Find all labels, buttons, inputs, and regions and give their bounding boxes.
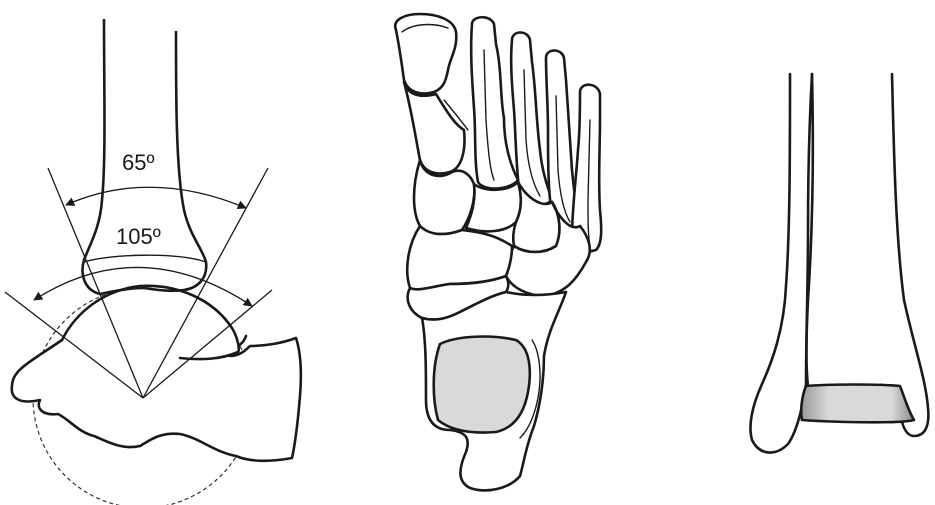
- tibia-medial-edge: [892, 74, 928, 436]
- calcaneus: [12, 336, 301, 461]
- angle-label-105: 105º: [116, 224, 161, 249]
- hallux-proximal-phalanx: [404, 82, 464, 174]
- angle-label-65: 65º: [122, 150, 155, 175]
- mortise-joint-space: [801, 385, 914, 423]
- tibia-plafond: [84, 255, 206, 262]
- lateral-ankle-panel: 65º 105º: [5, 20, 301, 505]
- talar-dome-highlight: [434, 337, 530, 433]
- intermediate-cuneiform: [466, 182, 521, 231]
- arc-65: [66, 187, 246, 208]
- mortise-panel: [750, 74, 928, 453]
- dorsal-foot-panel: [395, 14, 601, 490]
